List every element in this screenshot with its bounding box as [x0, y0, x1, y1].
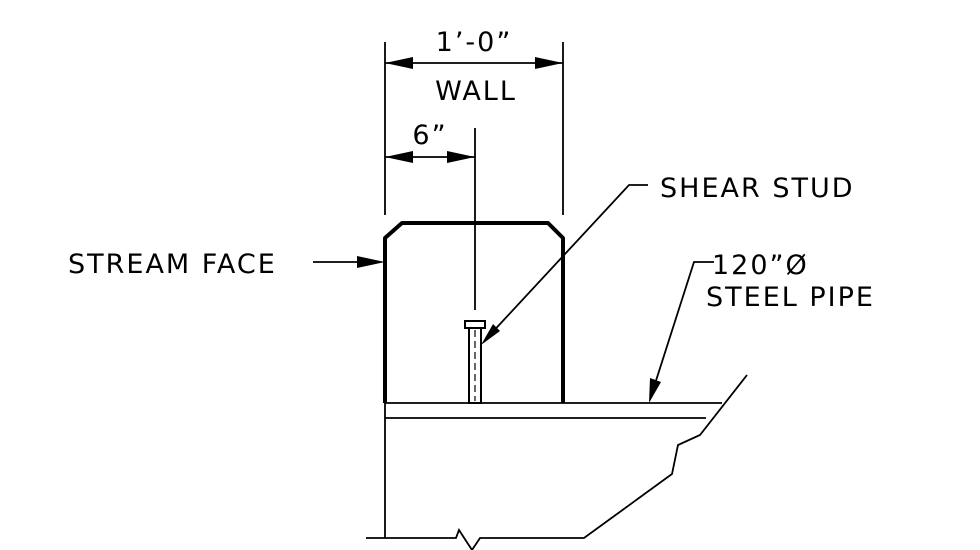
stud-offset-dimension: 6”: [385, 120, 476, 310]
wall-width-label: 1’-0”: [436, 27, 513, 58]
pipe-break-line: [366, 374, 748, 550]
pipe-leader-line: [652, 261, 714, 391]
pipe-leader-arrow: [649, 378, 661, 403]
wall-outline: [383, 221, 565, 403]
wall-label: WALL: [435, 76, 517, 107]
steel-pipe: [366, 374, 748, 550]
wall-width-left-arrow: [385, 57, 413, 69]
shear-stud: [464, 320, 486, 404]
shear-stud-leader-arrow: [481, 324, 500, 345]
stream-face-arrow: [357, 256, 385, 268]
stud-offset-right-arrow: [447, 151, 475, 163]
wall-width-right-arrow: [535, 57, 563, 69]
stream-face-leader: STREAM FACE: [68, 249, 385, 280]
shear-stud-label: SHEAR STUD: [660, 173, 855, 204]
shear-stud-head: [464, 320, 486, 329]
shear-stud-leader: SHEAR STUD: [481, 173, 855, 345]
stream-face-label: STREAM FACE: [68, 249, 277, 280]
shear-stud-leader-line: [487, 184, 648, 338]
stud-offset-label: 6”: [412, 120, 447, 151]
pipe-size-label: 120”Ø: [712, 250, 809, 281]
pipe-leader: 120”Ø STEEL PIPE: [649, 250, 875, 403]
stud-offset-left-arrow: [385, 151, 413, 163]
pipe-material-label: STEEL PIPE: [706, 282, 875, 313]
wall-width-dimension: 1’-0” WALL: [384, 27, 564, 215]
